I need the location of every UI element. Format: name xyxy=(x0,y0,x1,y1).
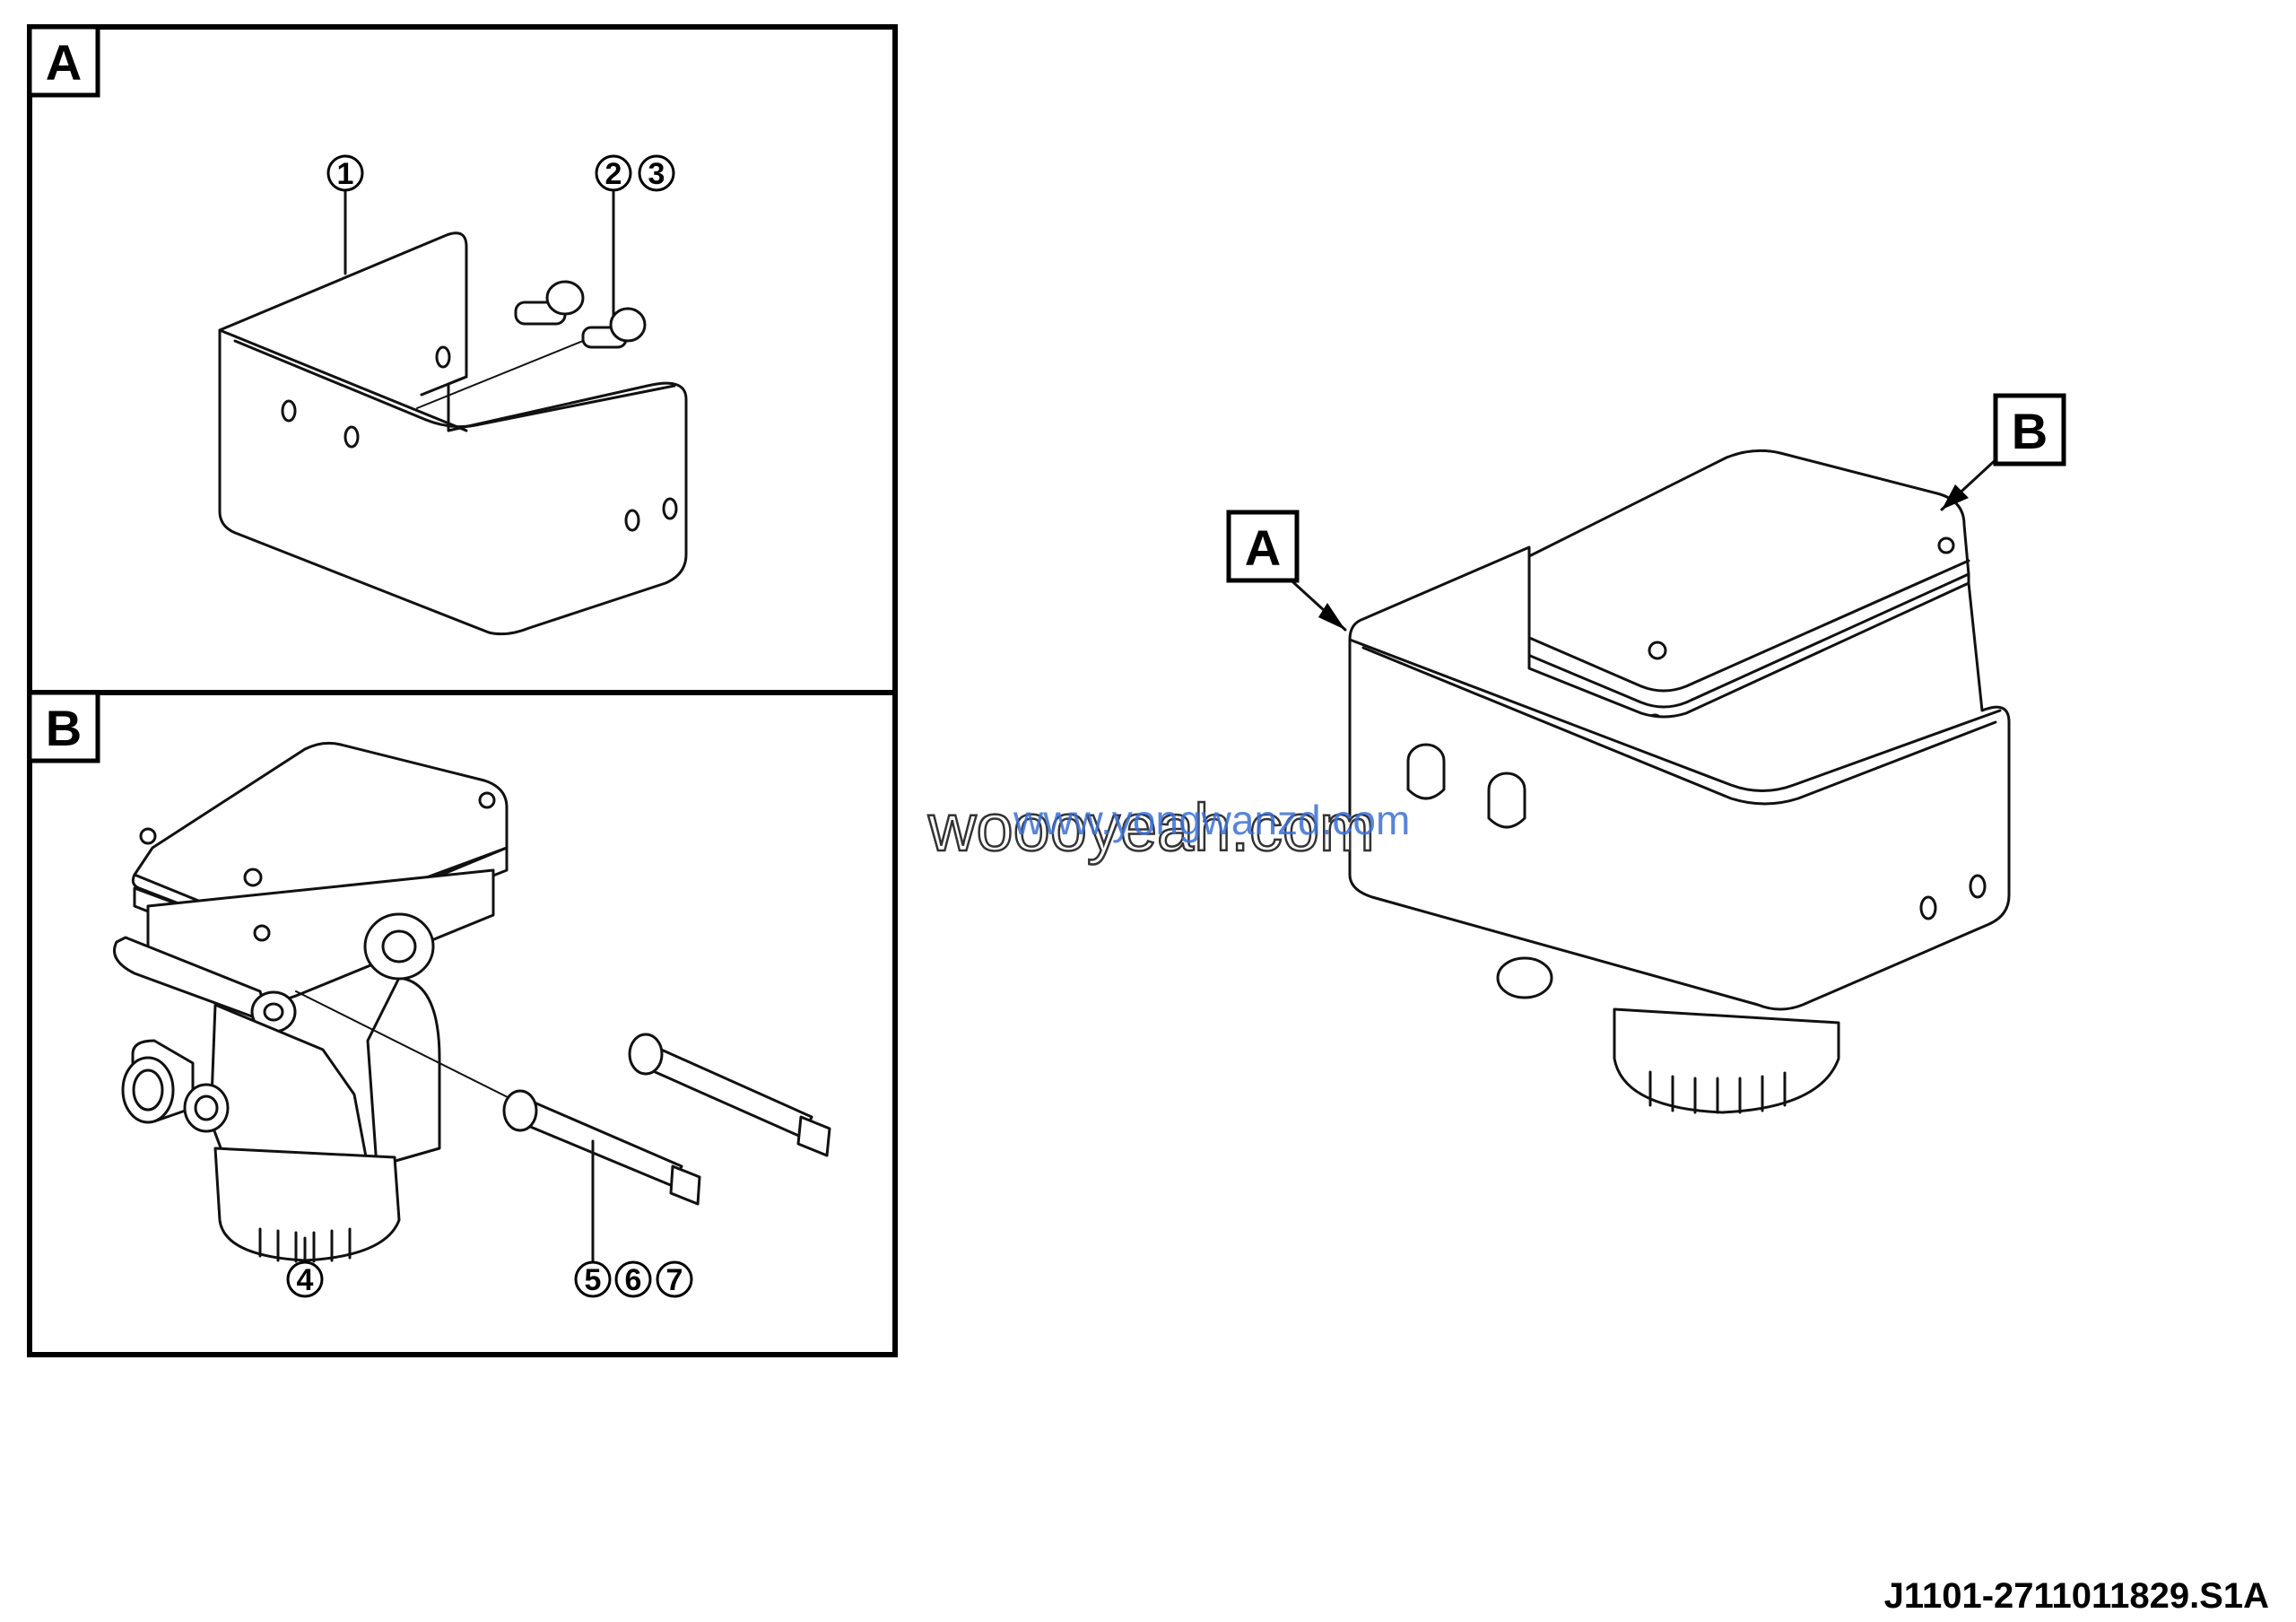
bracket-drawing xyxy=(218,231,688,636)
valve-drawing xyxy=(113,741,509,1263)
callout-4: 4 xyxy=(286,1236,324,1298)
watermark-secondary: www.yongwanzd.com xyxy=(1013,797,1410,843)
svg-text:7: 7 xyxy=(666,1263,683,1297)
callout-3: 3 xyxy=(638,154,675,192)
panel-b-tag-label: B xyxy=(46,700,82,756)
svg-text:3: 3 xyxy=(648,157,665,191)
panel-a: A 1 xyxy=(27,24,898,695)
panel-b-frame xyxy=(27,690,898,1357)
flange-bolt-icon xyxy=(416,280,647,409)
assembly-tag-b-label: B xyxy=(2012,403,2048,459)
callout-7: 7 xyxy=(656,1260,693,1298)
callout-5: 5 xyxy=(574,1139,612,1298)
svg-text:5: 5 xyxy=(585,1263,602,1297)
callout-1: 1 xyxy=(326,154,364,275)
svg-text:1: 1 xyxy=(337,157,354,191)
assembly-tag-a: A xyxy=(1226,510,1347,632)
callout-2: 2 xyxy=(595,154,632,318)
svg-text:2: 2 xyxy=(605,157,622,191)
assembly-tag-b: B xyxy=(1940,393,2066,511)
document-id: J1101-2711011829.S1A xyxy=(1884,1576,2269,1616)
watermark: woooyeah.com www.yongwanzd.com xyxy=(926,789,1411,867)
assembled-view: A B xyxy=(1226,393,2066,1114)
svg-text:6: 6 xyxy=(625,1263,642,1297)
panel-a-tag: A xyxy=(27,24,100,98)
callout-6: 6 xyxy=(614,1260,652,1298)
watermark-primary: woooyeah.com xyxy=(927,790,1375,865)
svg-text:4: 4 xyxy=(297,1263,314,1297)
panel-b-tag: B xyxy=(27,690,100,763)
long-bolt-icon xyxy=(295,990,831,1206)
panel-a-tag-label: A xyxy=(46,34,82,91)
panel-b: B xyxy=(27,690,898,1357)
assembly-tag-a-label: A xyxy=(1245,519,1281,576)
